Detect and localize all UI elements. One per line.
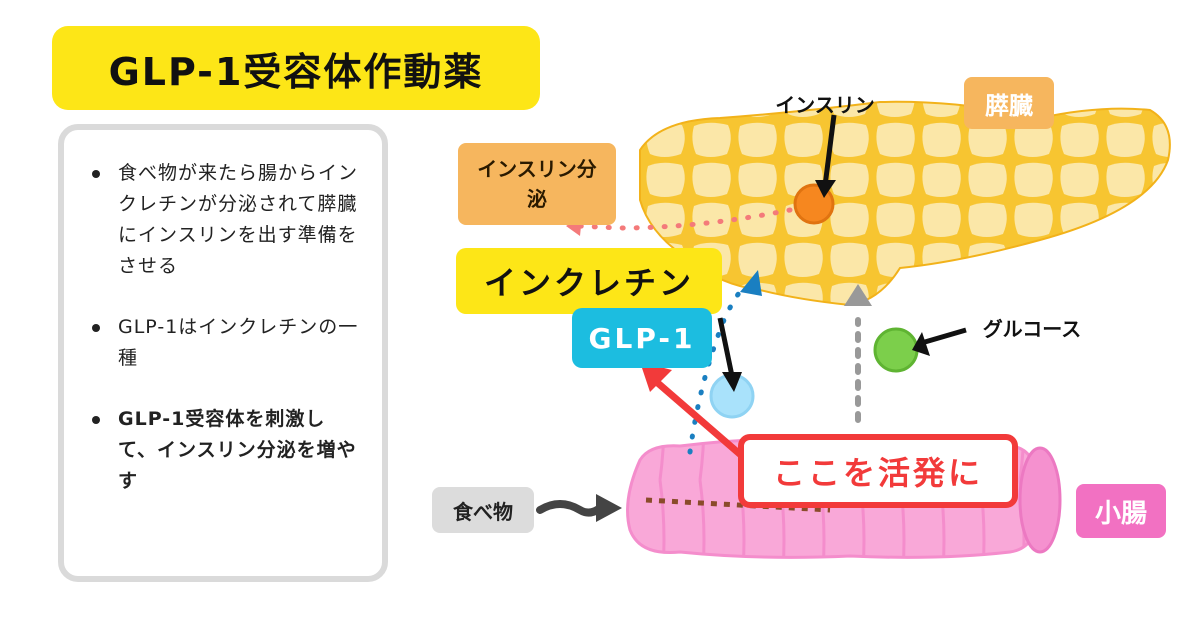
food-path-line xyxy=(645,497,831,513)
glp1-path xyxy=(687,287,745,455)
insulin-pointer-head xyxy=(815,180,836,198)
info-bullet-mechanism: GLP-1受容体を刺激して、インスリン分泌を増やす xyxy=(90,404,362,497)
info-panel: 食べ物が来たら腸からインクレチンが分泌されて膵臓にインスリンを出す準備をさせる … xyxy=(58,124,388,582)
highlight-arrow-head xyxy=(640,362,672,392)
pancreas-label: 膵臓 xyxy=(964,77,1054,129)
glp1-pointer xyxy=(717,317,735,377)
small-intestine-label: 小腸 xyxy=(1076,484,1166,538)
info-bullet-glp1: GLP-1はインクレチンの一種 xyxy=(90,312,362,374)
glp1-pointer-head xyxy=(722,372,742,392)
intestine-opening xyxy=(1018,446,1062,554)
glp1-label: GLP-1 xyxy=(572,308,712,368)
food-arrow xyxy=(536,500,604,517)
activate-callout: ここを活発に xyxy=(738,434,1018,508)
insulin-secretion-text: インスリン分泌 xyxy=(477,157,597,211)
insulin-pointer xyxy=(822,114,837,187)
page-title: GLP-1受容体作動薬 xyxy=(108,49,484,94)
info-list: 食べ物が来たら腸からインクレチンが分泌されて膵臓にインスリンを出す準備をさせる … xyxy=(90,158,362,527)
food-label: 食べ物 xyxy=(432,487,534,533)
glucose-pointer-head xyxy=(912,332,930,356)
title-banner: GLP-1受容体作動薬 xyxy=(52,26,540,110)
insulin-secretion-label: インスリン分泌 xyxy=(458,143,616,225)
insulin-label: インスリン xyxy=(775,92,875,117)
incretin-label: インクレチン xyxy=(456,248,722,314)
glucose-dot xyxy=(873,327,919,373)
highlight-arrow xyxy=(648,374,746,460)
glucose-path-arrowhead xyxy=(844,284,872,306)
glucose-label: グルコース xyxy=(982,316,1082,341)
food-arrow-head xyxy=(596,494,622,522)
glucose-pointer xyxy=(917,327,967,347)
info-bullet-incretin: 食べ物が来たら腸からインクレチンが分泌されて膵臓にインスリンを出す準備をさせる xyxy=(90,158,362,282)
glp1-path-arrowhead xyxy=(740,270,762,296)
